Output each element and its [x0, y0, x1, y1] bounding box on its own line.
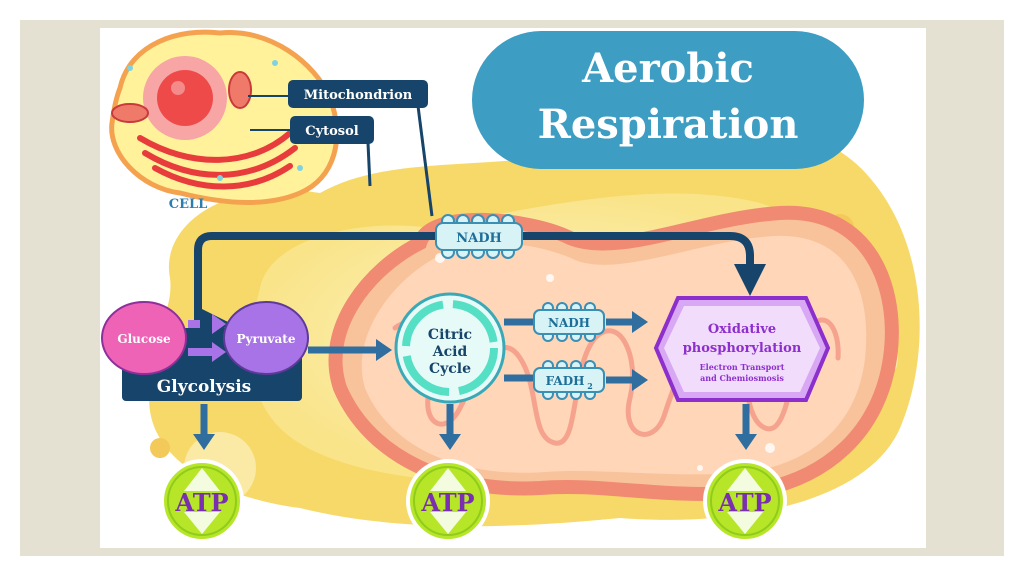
- title-line-2: Respiration: [538, 101, 799, 148]
- citric-acid-cycle: Citric Acid Cycle: [394, 292, 506, 404]
- oxidative-line-1: Oxidative: [708, 322, 776, 337]
- atp-label-center: ATP: [420, 488, 474, 517]
- oxidative-line-2: phosphorylation: [683, 341, 802, 356]
- pyruvate-node: Pyruvate: [223, 301, 309, 375]
- cytosol-pointer: [366, 142, 372, 187]
- mitochondrion-tag: Mitochondrion: [288, 80, 428, 108]
- fadh2-carrier: FADH 2: [533, 360, 605, 400]
- cell-illustration: CELL: [109, 29, 340, 212]
- glucose-label: Glucose: [117, 332, 171, 346]
- aerobic-respiration-diagram: CELL Mitochondrion Cytosol Aerobic Respi…: [101, 29, 920, 543]
- cristae: [392, 317, 841, 446]
- fadh2-subscript: 2: [587, 381, 593, 391]
- nadh-mid-label: NADH: [548, 316, 590, 330]
- mitochondrion-label: Mitochondrion: [304, 88, 413, 103]
- cycle-line-3: Cycle: [429, 361, 471, 377]
- diagram-canvas: CELL Mitochondrion Cytosol Aerobic Respi…: [100, 28, 926, 548]
- pyruvate-label: Pyruvate: [237, 332, 296, 346]
- atp-badge-right: ATP: [703, 459, 787, 543]
- glucose-node: Glucose: [101, 301, 187, 375]
- glycolysis-label: Glycolysis: [157, 377, 251, 397]
- atp-badge-left: ATP: [160, 459, 244, 543]
- oxidative-phosphorylation: Oxidative phosphorylation Electron Trans…: [653, 296, 831, 402]
- fadh2-label: FADH: [546, 374, 585, 388]
- cytosol-tag: Cytosol: [290, 116, 374, 144]
- title-banner: Aerobic Respiration: [472, 31, 864, 169]
- oxidative-atp-arrowhead: [735, 434, 757, 450]
- oxidative-sub-2: and Chemiosmosis: [700, 373, 784, 383]
- nadh-arrowhead: [632, 311, 648, 333]
- atp-label-left: ATP: [174, 488, 228, 517]
- oxidative-sub-1: Electron Transport: [700, 362, 785, 372]
- atp-label-right: ATP: [717, 488, 771, 517]
- atp-badge-center: ATP: [406, 459, 490, 543]
- cell-label: CELL: [169, 197, 208, 212]
- title-line-1: Aerobic: [581, 45, 754, 92]
- glycolysis-arrows: [188, 308, 232, 362]
- cytosol-label: Cytosol: [305, 124, 359, 139]
- glycolysis-atp-arrowhead: [193, 434, 215, 450]
- mitochondrion-pointer: [416, 105, 434, 217]
- cycle-line-2: Acid: [432, 344, 468, 360]
- pyruvate-arrowhead: [376, 339, 392, 361]
- fadh2-arrowhead: [632, 369, 648, 391]
- cycle-atp-arrowhead: [439, 434, 461, 450]
- cycle-line-1: Citric: [428, 327, 472, 343]
- nadh-mid-carrier: NADH: [533, 302, 605, 342]
- nadh-top-carrier: NADH: [435, 214, 523, 259]
- nadh-top-label: NADH: [456, 231, 502, 246]
